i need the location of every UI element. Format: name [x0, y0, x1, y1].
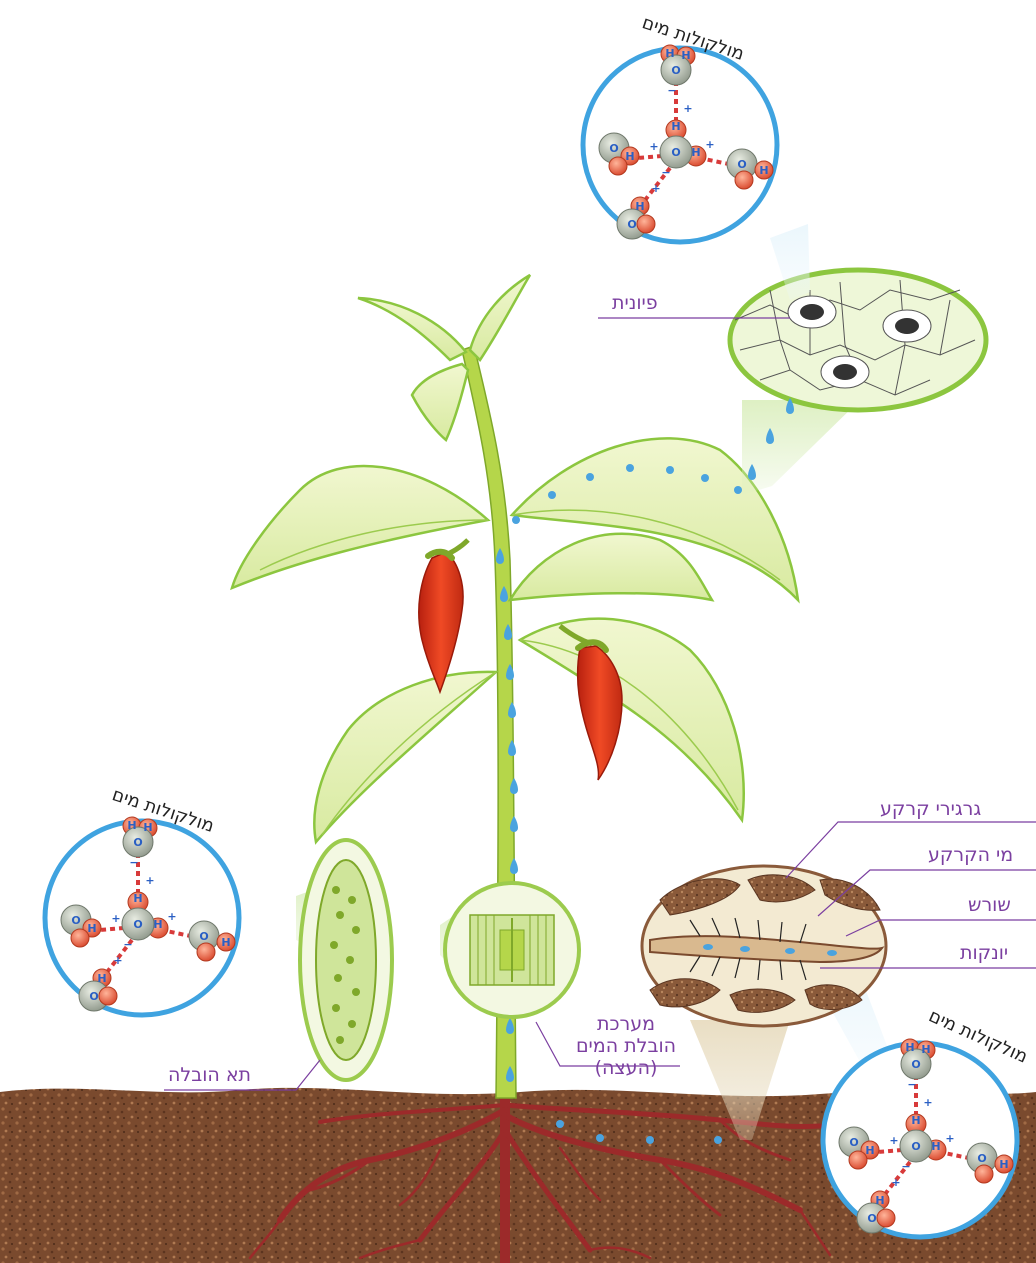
atom-oxygen-1-2: O: [133, 918, 142, 931]
atom-hydrogen-2-3: H: [905, 1041, 914, 1054]
atom-hydrogen-1-11: H: [97, 972, 106, 985]
atom-hydrogen-0-1: H: [691, 146, 700, 159]
label-water-transport-system: מערכת הובלת המים (העצה): [566, 1014, 686, 1080]
atom-minus-2-16: −: [907, 1078, 916, 1091]
atom-hydrogen-1-1: H: [153, 918, 162, 931]
label-water-transport-line3: (העצה): [566, 1058, 686, 1080]
atom-oxygen-1-5: O: [133, 836, 142, 849]
label-water-transport-line1: מערכת: [566, 1014, 686, 1036]
atom-minus-1-16: −: [129, 856, 138, 869]
atom-plus-2-14: +: [945, 1132, 954, 1145]
atom-oxygen-0-8: O: [737, 158, 746, 171]
atom-plus-2-12: +: [923, 1096, 932, 1109]
atom-hydrogen-0-7: H: [625, 150, 634, 163]
atom-plus-2-15: +: [891, 1176, 900, 1189]
atom-oxygen-0-6: O: [609, 142, 618, 155]
label-water-transport-line2: הובלת המים: [566, 1036, 686, 1058]
atom-minus-0-17: −: [661, 166, 670, 179]
atom-plus-0-13: +: [649, 140, 658, 153]
atom-oxygen-2-5: O: [911, 1058, 920, 1071]
atom-hydrogen-2-1: H: [931, 1140, 940, 1153]
atom-hydrogen-2-7: H: [865, 1144, 874, 1157]
atom-plus-0-15: +: [651, 182, 660, 195]
label-soil-water: מי הקרקע: [928, 846, 1013, 865]
atom-oxygen-0-10: O: [627, 218, 636, 231]
atom-hydrogen-0-3: H: [665, 47, 674, 60]
atom-hydrogen-0-11: H: [635, 200, 644, 213]
atom-plus-1-15: +: [113, 954, 122, 967]
atom-hydrogen-0-4: H: [681, 49, 690, 62]
atom-hydrogen-1-0: H: [133, 892, 142, 905]
atom-oxygen-1-10: O: [89, 990, 98, 1003]
label-transport-cell: תא הובלה: [168, 1066, 251, 1085]
atom-oxygen-0-2: O: [671, 146, 680, 159]
atom-hydrogen-2-11: H: [875, 1194, 884, 1207]
atom-hydrogen-0-0: H: [671, 120, 680, 133]
label-root: שורש: [968, 896, 1011, 915]
atom-oxygen-2-8: O: [977, 1152, 986, 1165]
atom-plus-0-12: +: [683, 102, 692, 115]
atom-oxygen-2-2: O: [911, 1140, 920, 1153]
atom-minus-0-16: −: [667, 84, 676, 97]
atom-hydrogen-0-9: H: [759, 164, 768, 177]
atom-hydrogen-2-0: H: [911, 1114, 920, 1127]
atom-plus-1-13: +: [111, 912, 120, 925]
atom-plus-0-14: +: [705, 138, 714, 151]
atom-hydrogen-1-7: H: [87, 922, 96, 935]
leaves: [232, 275, 798, 842]
root-zoom-view: [642, 866, 886, 1026]
atom-oxygen-1-6: O: [71, 914, 80, 927]
atom-oxygen-1-8: O: [199, 930, 208, 943]
atom-oxygen-2-10: O: [867, 1212, 876, 1225]
transport-cell-view: [300, 840, 392, 1080]
atom-oxygen-0-5: O: [671, 64, 680, 77]
label-soil-particles: גרגירי קרקע: [880, 800, 981, 819]
stoma-zoom-beam: [742, 400, 860, 495]
xylem-view: [445, 883, 579, 1017]
atom-hydrogen-1-4: H: [143, 821, 152, 834]
atom-hydrogen-1-3: H: [127, 819, 136, 832]
atom-plus-2-13: +: [889, 1134, 898, 1147]
atom-oxygen-2-6: O: [849, 1136, 858, 1149]
atom-hydrogen-2-4: H: [921, 1043, 930, 1056]
atom-plus-1-14: +: [167, 910, 176, 923]
label-root-hairs: יונקות: [960, 944, 1008, 963]
label-stoma: פיונית: [612, 294, 658, 313]
atom-minus-1-17: −: [123, 938, 132, 951]
atom-minus-2-17: −: [901, 1160, 910, 1173]
atom-plus-1-12: +: [145, 874, 154, 887]
atom-hydrogen-2-9: H: [999, 1158, 1008, 1171]
atom-hydrogen-1-9: H: [221, 936, 230, 949]
